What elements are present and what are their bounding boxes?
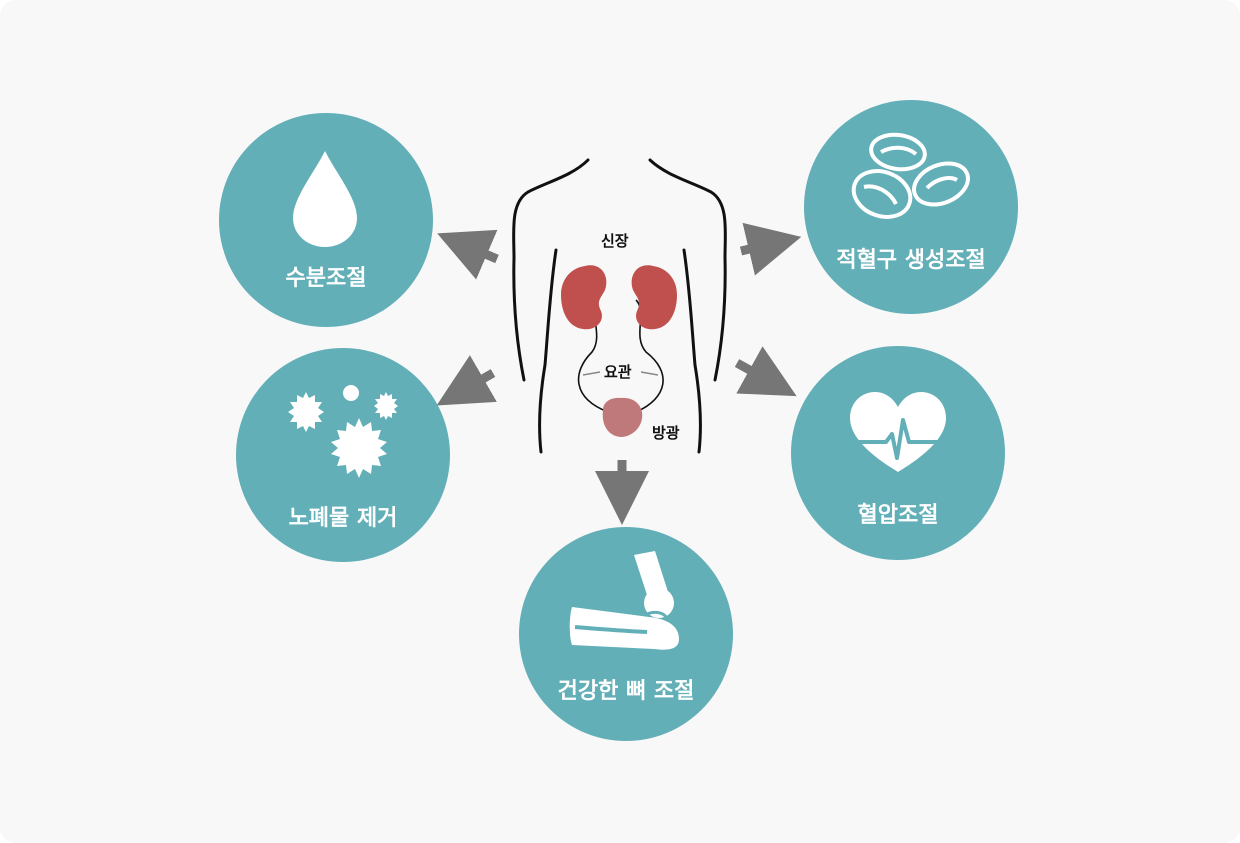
function-circle-waste: 노폐물 제거 [236, 348, 450, 562]
function-circle-water: 수분조절 [219, 113, 433, 327]
arrow-to-waste [436, 355, 497, 406]
torso-outline [512, 158, 727, 454]
bladder [602, 397, 643, 437]
right-kidney [631, 265, 677, 330]
elbow-bone-icon [569, 551, 679, 650]
function-label-waste: 노폐물 제거 [288, 506, 398, 531]
waste-particles-icon [288, 385, 398, 478]
heart-pulse-icon [850, 392, 946, 472]
function-circle-rbc: 적혈구 생성조절 [804, 100, 1018, 314]
function-label-bone: 건강한 뼈 조절 [557, 679, 695, 704]
function-circle-bp: 혈압조절 [791, 346, 1005, 560]
red-blood-cells-icon [851, 132, 970, 219]
function-label-water: 수분조절 [285, 266, 367, 291]
bladder-label: 방광 [652, 424, 680, 442]
water-drop-icon [293, 151, 357, 247]
arrow-to-water [437, 229, 499, 280]
arrows [436, 222, 802, 525]
ureter-label: 요관 [604, 363, 632, 381]
left-kidney [561, 265, 607, 330]
arrow-to-rbc [739, 222, 802, 276]
function-label-bp: 혈압조절 [857, 503, 939, 528]
ureter-leader-lines [582, 371, 659, 376]
function-label-rbc: 적혈구 생성조절 [836, 248, 986, 273]
kidney-label: 신장 [601, 232, 629, 250]
arrow-to-bp [734, 346, 797, 397]
function-circle-bone: 건강한 뼈 조절 [519, 527, 733, 741]
